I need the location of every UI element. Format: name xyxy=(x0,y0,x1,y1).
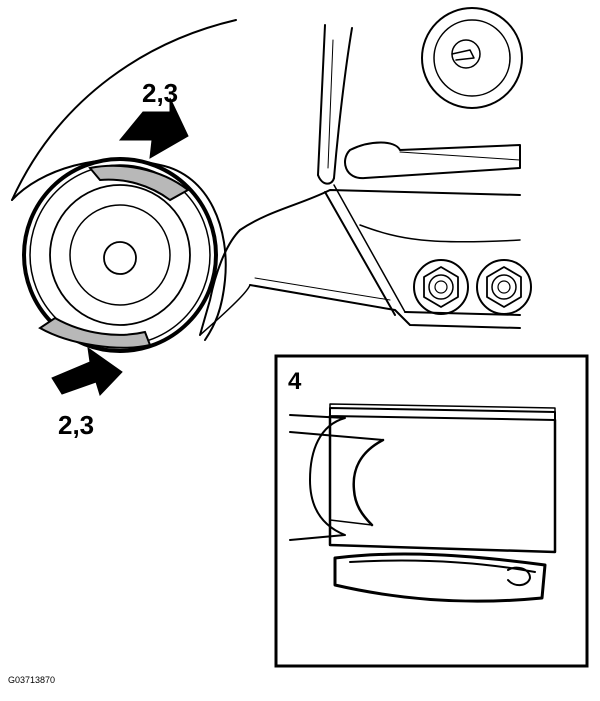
caliper-lower xyxy=(249,284,521,329)
caliper-arch-inner xyxy=(199,284,251,336)
bolt-left xyxy=(413,259,469,315)
caliper-diagonal-2 xyxy=(333,184,406,313)
callout-label-bottom: 2,3 xyxy=(58,410,95,440)
disc-rim xyxy=(22,157,218,353)
pad-bottom xyxy=(38,316,152,349)
figure-code: G03713870 xyxy=(8,675,56,685)
hub-outer xyxy=(49,184,191,326)
arrow-bottom xyxy=(51,346,123,396)
strut-left-edge xyxy=(317,24,326,176)
cap-notch xyxy=(451,49,475,61)
cap-inner xyxy=(433,19,511,97)
cap-outer xyxy=(421,7,523,109)
caliper-diagonal-1 xyxy=(324,191,396,316)
caliper-top xyxy=(239,189,521,231)
lever-arm-line xyxy=(399,151,521,161)
caliper-inner-curve xyxy=(359,224,521,243)
arrow-top xyxy=(118,97,189,159)
strut-bottom xyxy=(317,174,335,185)
detail-box xyxy=(274,354,589,668)
hub-mid xyxy=(69,204,171,306)
disc-shield xyxy=(11,158,227,341)
detail-number: 4 xyxy=(288,368,302,395)
lever-arm xyxy=(344,141,521,180)
strut-right-edge xyxy=(333,27,353,179)
wheel-arch-outer xyxy=(11,19,237,201)
pad-top xyxy=(88,164,190,202)
callout-label-top: 2,3 xyxy=(142,78,179,108)
hub-bore xyxy=(103,241,137,275)
caliper-arch xyxy=(199,229,241,336)
bolt-right xyxy=(476,259,532,315)
strut-center-line xyxy=(327,39,334,169)
detail-pad-drawing xyxy=(289,403,557,603)
caliper-lower-2 xyxy=(254,277,391,301)
cap-center xyxy=(451,39,481,69)
